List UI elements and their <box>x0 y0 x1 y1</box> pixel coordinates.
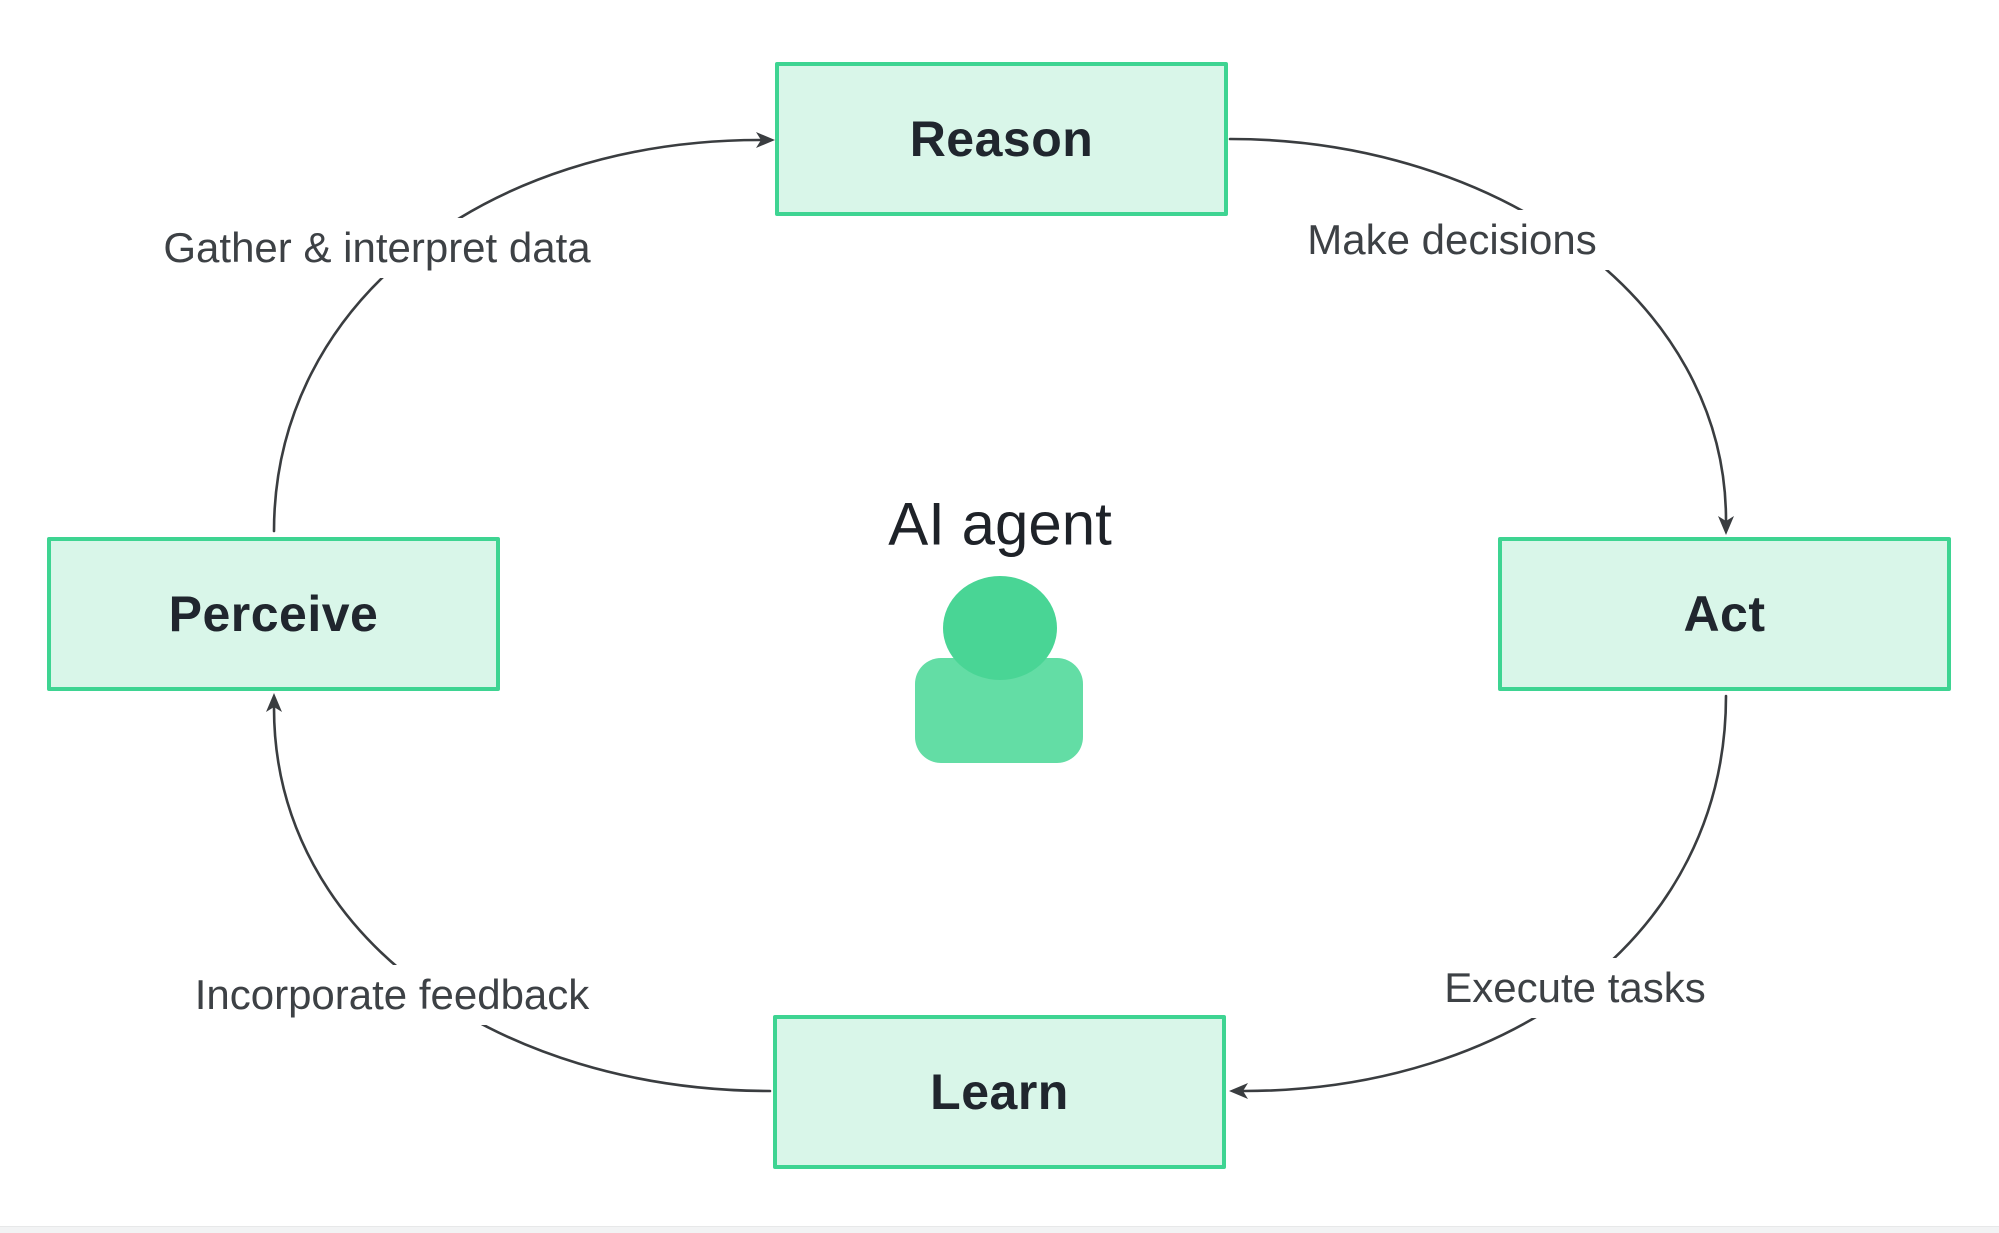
edge-label-incorporate-feedback: Incorporate feedback <box>176 965 608 1025</box>
person-icon-head <box>943 576 1057 680</box>
node-perceive: Perceive <box>47 537 500 691</box>
bottom-strip <box>0 1226 1999 1233</box>
arc-learn-to-perceive <box>266 693 772 1093</box>
arc-reason-to-act <box>1228 137 1734 535</box>
person-icon <box>915 576 1083 763</box>
node-reason: Reason <box>775 62 1228 216</box>
node-learn: Learn <box>773 1015 1226 1169</box>
arc-act-to-learn <box>1229 694 1728 1099</box>
arc-perceive-to-reason <box>272 132 775 533</box>
center-title: AI agent <box>888 490 1112 558</box>
edge-label-execute-tasks: Execute tasks <box>1426 958 1724 1018</box>
node-act: Act <box>1498 537 1951 691</box>
edge-label-make-decisions: Make decisions <box>1289 210 1615 270</box>
edge-label-gather-interpret-data: Gather & interpret data <box>145 218 609 278</box>
